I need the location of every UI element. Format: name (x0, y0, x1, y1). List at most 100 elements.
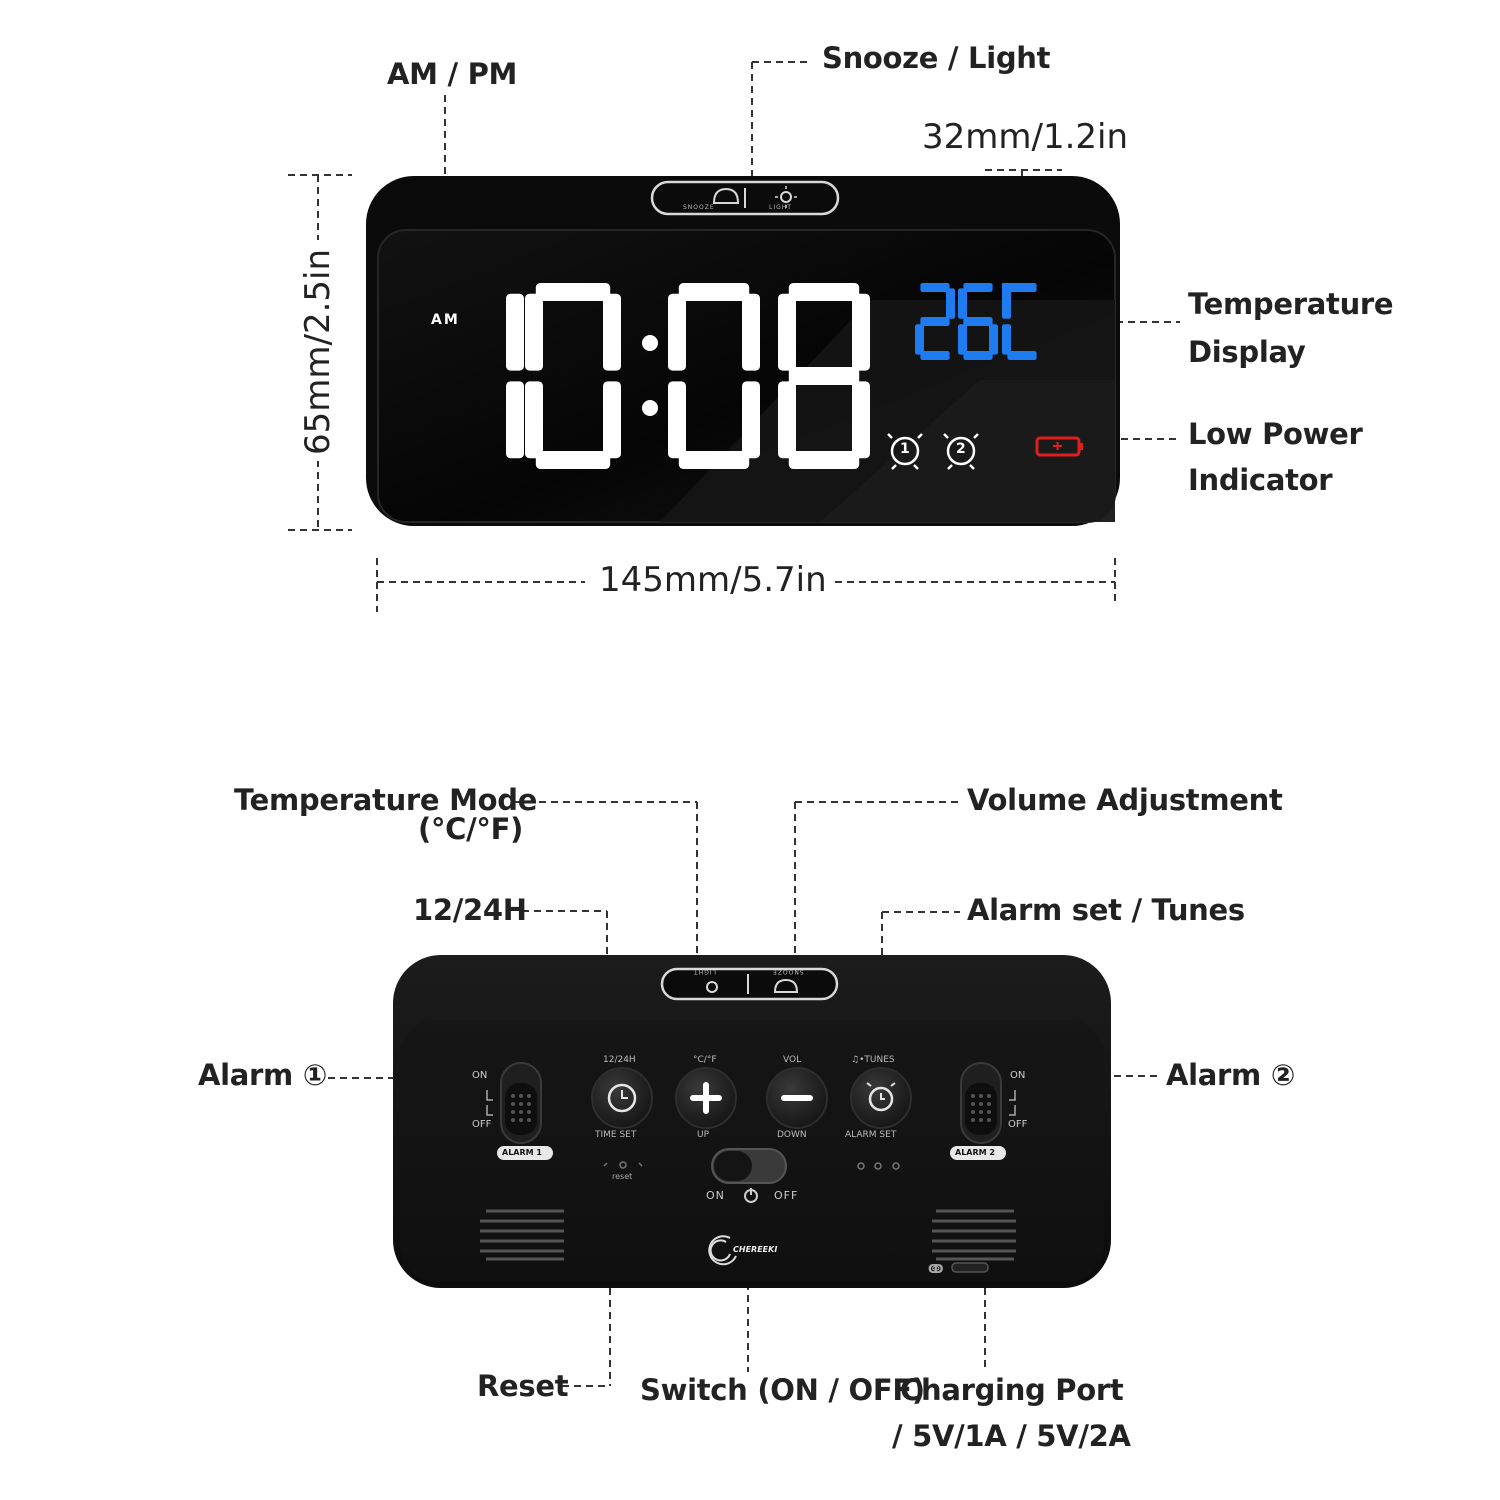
plus-icon (690, 1082, 722, 1114)
power-switch[interactable] (711, 1148, 787, 1203)
time-digit-3-segment-d (678, 451, 750, 469)
alarm-1-number: 1 (900, 441, 910, 457)
temp-char-2-segment-a (963, 283, 993, 292)
snooze-light-label: Snooze / Light (822, 41, 1051, 75)
time-digit-4-segment-c (852, 381, 870, 459)
time-digit-4-segment-f (778, 293, 796, 371)
back-snooze-text: SNOOZE (772, 968, 804, 975)
time-digit-4-segment-d (788, 451, 860, 469)
button-3-top-text: VOL (783, 1055, 802, 1065)
temp-char-2-segment-g (963, 317, 993, 326)
low-power-indicator-label-line1: Low Power (1188, 417, 1363, 451)
alarm-2-number: 2 (956, 441, 966, 457)
temperature-display-label-line2: Display (1188, 335, 1306, 369)
up-button[interactable] (675, 1067, 737, 1129)
down-button[interactable] (766, 1067, 828, 1129)
time-digit-4-segment-g (788, 367, 860, 385)
temperature-digits (915, 283, 1037, 360)
temp-char-1-segment-b (946, 288, 955, 319)
time-digit-3-segment-f (668, 293, 686, 371)
brand-logo-mark (708, 1235, 737, 1266)
alarm-set-button[interactable] (850, 1067, 912, 1129)
charging-port-label-line2: / 5V/1A / 5V/2A (892, 1419, 1131, 1453)
button-4-bottom-text: ALARM SET (845, 1130, 897, 1140)
snooze-light-button[interactable] (650, 180, 840, 216)
am-pm-label: AM / PM (387, 57, 518, 91)
temp-degree-mark (1002, 283, 1011, 292)
time-digit-4-segment-b (852, 293, 870, 371)
height-dimension-label: 65mm/2.5in (298, 242, 338, 462)
time-digit-3-segment-e (668, 381, 686, 459)
back-snooze-light-button[interactable] (660, 967, 839, 1001)
h12-24-label: 12/24H (413, 893, 527, 927)
time-digit-3-segment-c (742, 381, 760, 459)
time-digit-2-segment-f (525, 293, 543, 371)
alarm-2-on-text: ON (1010, 1070, 1026, 1081)
time-digit-4-segment-a (788, 283, 860, 301)
alarm-1-switch[interactable] (486, 1062, 553, 1160)
time-display (506, 283, 870, 469)
reset-text: reset (612, 1172, 633, 1181)
width-dimension-label: 145mm/5.7in (593, 563, 833, 597)
am-indicator: AM (431, 312, 460, 328)
volume-adjustment-label: Volume Adjustment (967, 783, 1283, 817)
right-speaker-grille (932, 1209, 1016, 1261)
temp-char-1-segment-d (920, 351, 950, 360)
temperature-display-label-line1: Temperature (1188, 287, 1394, 321)
front-light-text: LIGHT (769, 204, 792, 211)
time-digit-4-segment-e (778, 381, 796, 459)
time-digit-2-segment-e (525, 381, 543, 459)
sun-icon (780, 191, 792, 203)
temp-char-1-segment-a (920, 283, 950, 292)
button-4-top-text: ♫•TUNES (851, 1055, 895, 1065)
alarm-1-name-text: ALARM 1 (502, 1148, 542, 1157)
power-off-text: OFF (774, 1189, 799, 1202)
face-reflection-2 (820, 380, 1115, 522)
front-clock (366, 176, 1120, 526)
temp-char-3-segment-a (1007, 283, 1037, 292)
low-power-indicator-label-line2: Indicator (1188, 463, 1333, 497)
left-speaker-grille (480, 1209, 564, 1261)
brand-text: CHEREEKI (733, 1245, 778, 1254)
time-digit-3-segment-a (678, 283, 750, 301)
temp-char-2-segment-d (963, 351, 993, 360)
time-set-button[interactable] (591, 1067, 653, 1129)
time-digit-2-segment-c (603, 381, 621, 459)
temperature-mode-label-line2: (°C/°F) (418, 812, 524, 846)
time-digit-2-segment-b (603, 293, 621, 371)
charging-port[interactable]: ↂ (928, 1262, 989, 1276)
button-2-top-text: °C/°F (693, 1055, 717, 1065)
alarm-2-label: Alarm ② (1166, 1058, 1296, 1092)
alarm-1-on-text: ON (472, 1070, 488, 1081)
charging-port-label-line1: Charging Port (900, 1373, 1124, 1407)
svg-text:ↂ: ↂ (928, 1262, 943, 1276)
reset-pinhole[interactable] (603, 1161, 643, 1169)
back-clock: ↂ (393, 955, 1111, 1288)
temp-char-1-segment-e (915, 324, 924, 355)
button-3-bottom-text: DOWN (777, 1130, 807, 1140)
time-digit-1-segment-c (506, 381, 524, 459)
alarm-2-switch[interactable] (950, 1062, 1016, 1160)
bell-icon (712, 187, 740, 204)
back-light-text: LIGHT (693, 968, 716, 975)
alarm-2-name-text: ALARM 2 (955, 1148, 995, 1157)
clock-icon (607, 1083, 637, 1113)
time-digit-3-segment-b (742, 293, 760, 371)
temp-char-1-segment-g (920, 317, 950, 326)
temp-char-2-segment-e (958, 324, 967, 355)
reset-label: Reset (477, 1369, 569, 1403)
button-1-bottom-text: TIME SET (595, 1130, 637, 1140)
low-power-battery-icon (1035, 436, 1083, 457)
alarm-2-off-text: OFF (1008, 1119, 1028, 1130)
alarm-set-tunes-label: Alarm set / Tunes (967, 893, 1245, 927)
button-1-top-text: 12/24H (603, 1055, 636, 1065)
time-digit-1-segment-b (506, 293, 524, 371)
time-digit-2-segment-d (535, 451, 611, 469)
temperature-mode-label-line1: Temperature Mode (234, 783, 538, 817)
temp-char-2-segment-c (989, 324, 998, 355)
temp-char-3-segment-e (1002, 324, 1011, 355)
alarm-1-label: Alarm ① (198, 1058, 328, 1092)
temp-char-3-segment-d (1007, 351, 1037, 360)
temp-char-3-segment-f (1002, 288, 1011, 319)
